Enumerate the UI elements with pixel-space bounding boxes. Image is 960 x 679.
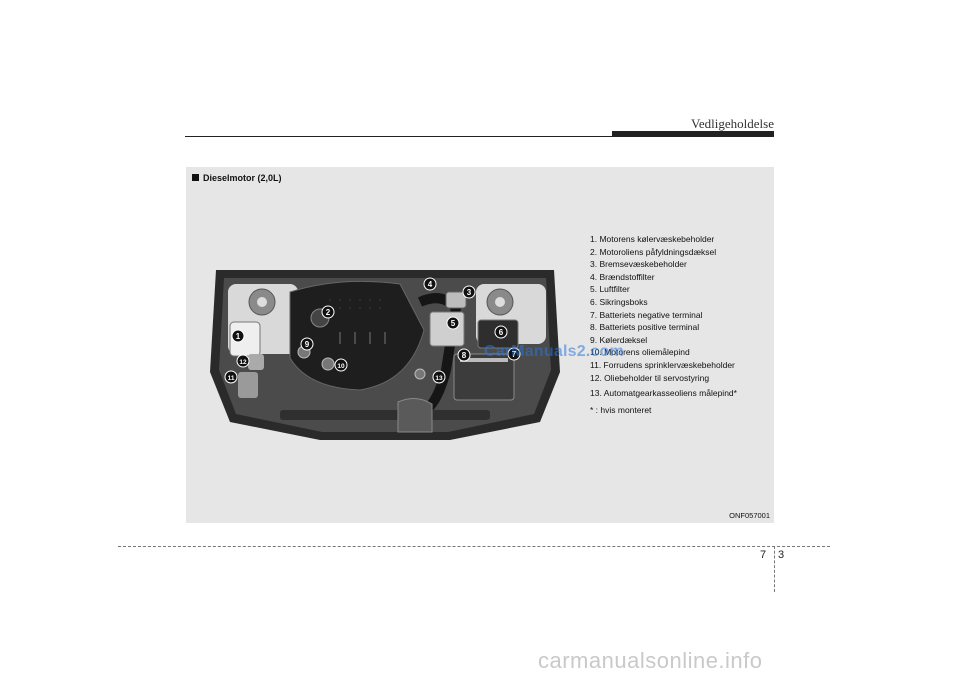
svg-text:1: 1 (236, 332, 241, 341)
header-rule-thin (185, 136, 774, 137)
callout-11: 11 (224, 370, 238, 384)
legend-item: 6. Sikringsboks (590, 296, 648, 307)
callout-3: 3 (462, 285, 476, 299)
header-section-title: Vedligeholdelse (690, 116, 774, 131)
svg-text:5: 5 (451, 319, 456, 328)
callout-13: 13 (432, 370, 446, 384)
svg-text:7: 7 (512, 350, 517, 359)
callout-2: 2 (321, 305, 335, 319)
legend-item: 9. Kølerdæksel (590, 334, 648, 345)
figure-title-text: Dieselmotor (2,0L) (203, 173, 282, 183)
callout-10: 10 (334, 358, 348, 372)
brake-fluid-reservoir (445, 291, 467, 309)
callout-7: 7 (507, 347, 521, 361)
svg-text:3: 3 (467, 288, 472, 297)
svg-text:6: 6 (499, 328, 504, 337)
callout-6: 6 (494, 325, 508, 339)
square-bullet-icon (192, 174, 199, 182)
page-chapter: 7 (760, 549, 767, 561)
svg-text:2: 2 (326, 308, 331, 317)
footer-site-watermark: carmanualsonline.info (538, 648, 763, 673)
watermark: CarManuals2.com (484, 343, 624, 360)
legend-list: 1. Motorens kølervæskebeholder 2. Motoro… (590, 233, 737, 416)
legend-item: 3. Bremsevæskebeholder (590, 259, 687, 270)
engine-bay-illustration: 1 2 3 4 5 6 7 8 9 10 11 12 13 (210, 270, 560, 440)
image-code: ONF057001 (729, 511, 770, 520)
legend-item: 4. Brændstoffilter (590, 271, 655, 282)
battery (453, 353, 515, 401)
legend-footnote: * : hvis monteret (590, 404, 652, 415)
page-number-separator (774, 546, 775, 592)
legend-item: 12. Oliebeholder til servostyring (590, 372, 710, 383)
figure-title: Dieselmotor (2,0L) (192, 173, 282, 183)
callout-1: 1 (231, 329, 245, 343)
legend-item: 11. Forrudens sprinklervæskebeholder (590, 359, 735, 370)
page-number: 3 (778, 549, 785, 561)
svg-text:9: 9 (305, 340, 310, 349)
svg-text:10: 10 (337, 363, 345, 370)
air-filter-box (429, 311, 465, 347)
legend-item: 1. Motorens kølervæskebeholder (590, 234, 715, 244)
callout-5: 5 (446, 316, 460, 330)
svg-text:11: 11 (228, 375, 235, 382)
legend-item: 2. Motoroliens påfyldningsdæksel (590, 246, 717, 257)
washer-reservoir (238, 372, 258, 398)
svg-text:13: 13 (435, 375, 443, 382)
figure-panel: Dieselmotor (2,0L) (186, 167, 774, 523)
legend-item: 13. Automatgearkasseoliens målepind* (590, 388, 737, 399)
svg-text:12: 12 (239, 359, 247, 366)
latch-bracket (397, 398, 433, 433)
legend-item: 5. Luftfilter (590, 284, 630, 295)
transaxle-dipstick (414, 368, 426, 380)
svg-text:4: 4 (428, 280, 433, 289)
header-rule-thick (612, 131, 774, 136)
legend-item: 7. Batteriets negative terminal (590, 309, 703, 320)
legend-item: 8. Batteriets positive terminal (590, 322, 700, 333)
callout-12: 12 (236, 354, 250, 368)
callout-4: 4 (423, 277, 437, 291)
front-cross-member (280, 410, 490, 420)
callout-8: 8 (457, 348, 471, 362)
svg-text:8: 8 (462, 351, 467, 360)
callout-9: 9 (300, 337, 314, 351)
engine-oil-dipstick (321, 357, 335, 371)
power-steering-reservoir (248, 354, 264, 370)
page-divider (118, 546, 830, 547)
legend-item: 10. Motorens oliemålepind (590, 347, 690, 358)
